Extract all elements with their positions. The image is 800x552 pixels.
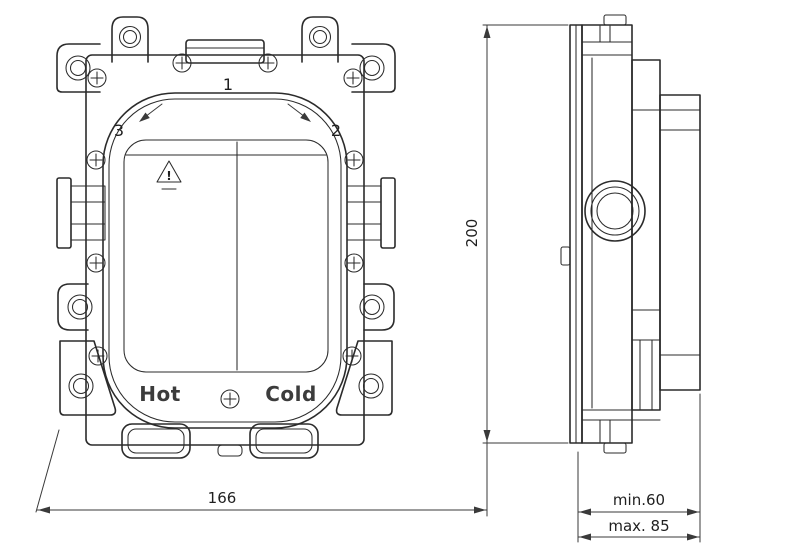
side-ear-right xyxy=(359,283,395,331)
screw-icon xyxy=(87,68,107,88)
step-label-2: 2 xyxy=(331,121,341,140)
warning-glyph: ! xyxy=(166,169,171,183)
screw-icon xyxy=(344,150,364,170)
screw-icon xyxy=(86,253,106,273)
height-dimension: 200 xyxy=(463,24,569,517)
mounting-hole xyxy=(68,373,94,399)
left-side-port xyxy=(56,177,106,249)
body-step xyxy=(631,59,661,411)
bottom-center-tab xyxy=(217,444,243,457)
valve-cover xyxy=(102,92,348,429)
valve-cover-inner xyxy=(108,98,342,423)
rotate-right-arrow-icon xyxy=(287,103,311,122)
hot-label: Hot xyxy=(139,382,181,406)
corner-tab-bottom-right xyxy=(335,340,393,416)
screw-icon xyxy=(342,346,362,366)
warning-triangle-icon: ! xyxy=(156,160,182,190)
depth-min-label: min.60 xyxy=(613,491,665,509)
step-label-1: 1 xyxy=(223,75,233,94)
width-dimension: 166 xyxy=(35,429,488,514)
side-view xyxy=(560,14,701,454)
corner-tab-top-left xyxy=(56,43,101,93)
mounting-hole xyxy=(67,294,93,320)
rotate-left-arrow-icon xyxy=(139,103,163,122)
screw-icon xyxy=(258,53,278,73)
mounting-hole xyxy=(358,373,384,399)
top-bracket xyxy=(185,39,265,64)
side-ear-left xyxy=(57,283,93,331)
screw-icon xyxy=(220,389,240,409)
screw-icon xyxy=(344,253,364,273)
screw-icon xyxy=(172,53,192,73)
depth-dimension-min: min.60 xyxy=(577,393,701,543)
height-dimension-label: 200 xyxy=(463,219,481,248)
step-label-3: 3 xyxy=(114,121,124,140)
front-view: ! 1 3 xyxy=(56,16,396,459)
plaster-guard-panel xyxy=(123,139,329,373)
width-dimension-label: 166 xyxy=(208,489,237,507)
side-port-circle xyxy=(584,180,646,242)
body-deep-section xyxy=(659,94,701,391)
corner-tab-bottom-left xyxy=(59,340,117,416)
depth-dimension-max: max. 85 xyxy=(577,517,701,541)
top-ear-right xyxy=(301,16,339,63)
mounting-plate xyxy=(85,54,365,446)
bottom-clamp-tab xyxy=(603,442,627,454)
depth-max-label: max. 85 xyxy=(608,517,669,535)
screw-icon xyxy=(86,150,106,170)
right-side-port xyxy=(346,177,396,249)
cold-label: Cold xyxy=(265,382,317,406)
screw-icon xyxy=(343,68,363,88)
mounting-hole xyxy=(118,25,142,49)
corner-tab-top-right xyxy=(351,43,396,93)
top-ear-left xyxy=(111,16,149,63)
side-view-details xyxy=(581,25,701,443)
top-clamp-tab xyxy=(603,14,627,26)
hot-port xyxy=(121,423,191,459)
mounting-hole xyxy=(308,25,332,49)
flange-screw-boss xyxy=(560,246,571,266)
screw-icon xyxy=(88,346,108,366)
cold-port xyxy=(249,423,319,459)
